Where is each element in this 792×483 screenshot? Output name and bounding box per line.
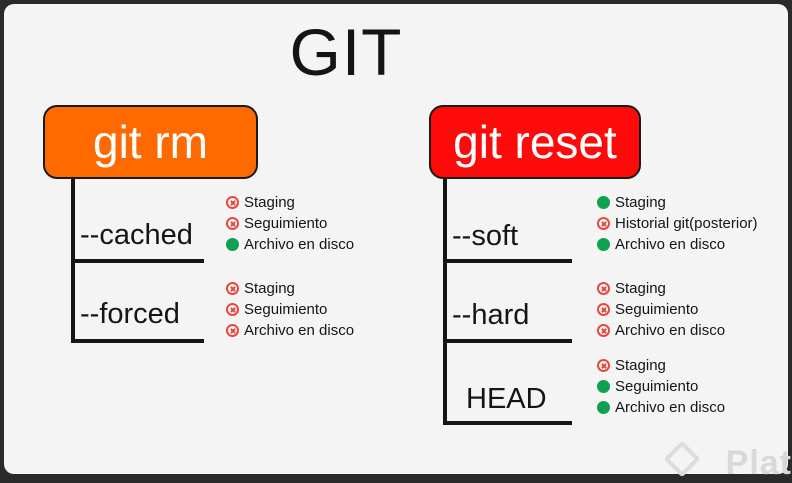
- green-dot-icon: [597, 196, 610, 209]
- green-dot-icon: [226, 238, 239, 251]
- reset-head-line: [443, 421, 572, 425]
- option-cached: --cached: [80, 219, 193, 251]
- option-hard: --hard: [452, 299, 530, 331]
- effect-item: Archivo en disco: [597, 320, 725, 341]
- cross-circle-icon: [597, 282, 610, 295]
- rm-forced-line: [71, 339, 204, 343]
- green-dot-icon: [597, 238, 610, 251]
- effect-item: Seguimiento: [597, 376, 725, 397]
- soft-effects: Staging Historial git(posterior) Archivo…: [597, 192, 758, 255]
- effect-item: Staging: [597, 192, 758, 213]
- cross-circle-icon: [597, 217, 610, 230]
- effect-item: Staging: [597, 355, 725, 376]
- git-reset-box: git reset: [429, 105, 641, 179]
- effect-item: Staging: [226, 278, 354, 299]
- cross-circle-icon: [226, 303, 239, 316]
- effect-item: Historial git(posterior): [597, 213, 758, 234]
- effect-item: Seguimiento: [597, 299, 725, 320]
- effect-item: Archivo en disco: [597, 397, 725, 418]
- effect-item: Archivo en disco: [597, 234, 758, 255]
- effect-item: Seguimiento: [226, 299, 354, 320]
- green-dot-icon: [597, 401, 610, 414]
- option-forced: --forced: [80, 298, 180, 330]
- cross-circle-icon: [597, 303, 610, 316]
- option-head: HEAD: [466, 383, 547, 415]
- cross-circle-icon: [226, 324, 239, 337]
- cross-circle-icon: [597, 324, 610, 337]
- reset-soft-line: [443, 259, 572, 263]
- cross-circle-icon: [226, 282, 239, 295]
- option-soft: --soft: [452, 220, 519, 252]
- reset-tree-line: [443, 179, 447, 425]
- diagram-title: GIT: [289, 15, 403, 89]
- cross-circle-icon: [226, 196, 239, 209]
- effect-item: Staging: [597, 278, 725, 299]
- head-effects: Staging Seguimiento Archivo en disco: [597, 355, 725, 418]
- effect-item: Staging: [226, 192, 354, 213]
- cross-circle-icon: [226, 217, 239, 230]
- hard-effects: Staging Seguimiento Archivo en disco: [597, 278, 725, 341]
- green-dot-icon: [597, 380, 610, 393]
- watermark-text: Plat: [725, 444, 792, 482]
- forced-effects: Staging Seguimiento Archivo en disco: [226, 278, 354, 341]
- cross-circle-icon: [597, 359, 610, 372]
- effect-item: Archivo en disco: [226, 234, 354, 255]
- effect-item: Seguimiento: [226, 213, 354, 234]
- slide: GIT git rm --cached --forced Staging Seg…: [4, 4, 788, 474]
- rm-cached-line: [71, 259, 204, 263]
- cached-effects: Staging Seguimiento Archivo en disco: [226, 192, 354, 255]
- reset-hard-line: [443, 339, 572, 343]
- git-rm-box: git rm: [43, 105, 258, 179]
- effect-item: Archivo en disco: [226, 320, 354, 341]
